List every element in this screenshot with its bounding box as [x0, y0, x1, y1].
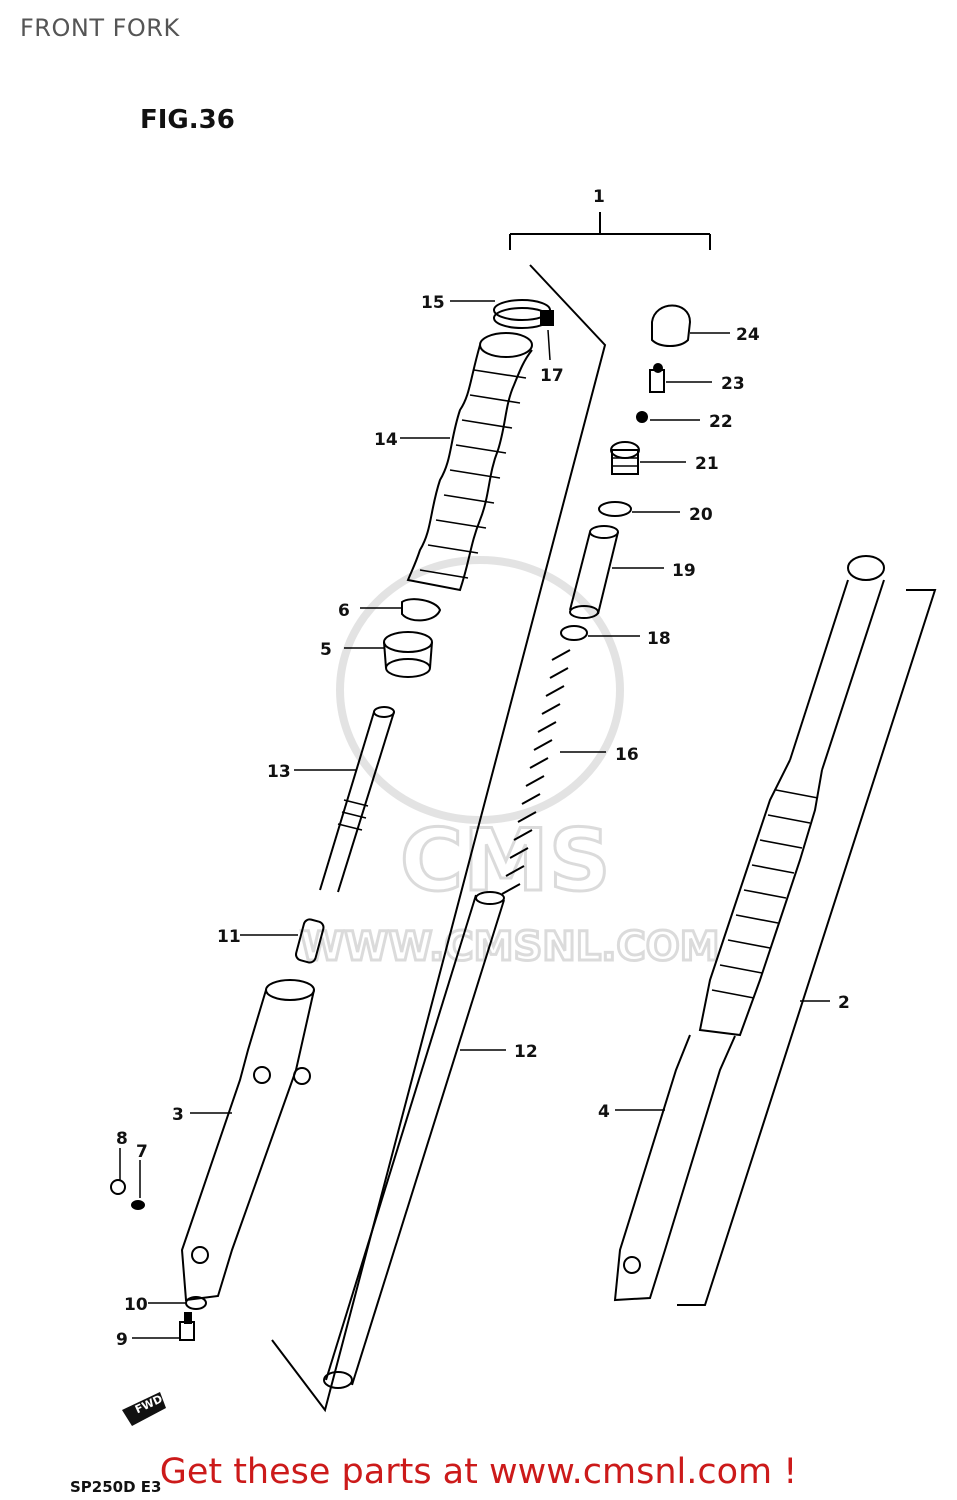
- callout-14: 14: [374, 430, 398, 450]
- part-21-cap-bolt: [610, 441, 640, 475]
- part-9-bolt: [179, 1312, 195, 1341]
- callout-5: 5: [320, 640, 332, 660]
- assembly-bracket: [509, 212, 711, 250]
- callout-labels: 1 2 3 4 5 6 7 8 9 10 11 12 13 14 15 16 1…: [116, 187, 850, 1350]
- part-11-oil-lock-piece: [294, 918, 325, 964]
- callout-3: 3: [172, 1105, 184, 1125]
- callout-21: 21: [695, 454, 719, 474]
- cmsnl-watermark: CMS WWW.CMSNL.COM: [299, 556, 721, 972]
- part-20-o-ring: [598, 501, 632, 517]
- figure-label: FIG.36: [140, 105, 235, 135]
- part-4-right-outer-tube: [613, 1034, 736, 1302]
- callout-19: 19: [672, 561, 696, 581]
- assembly-boundary-left: [271, 264, 607, 1413]
- part-19-spacer: [569, 525, 619, 619]
- callout-16: 16: [615, 745, 639, 765]
- model-code: SP250D E3: [70, 1478, 161, 1496]
- part-14-fork-boot: [406, 332, 533, 592]
- callout-23: 23: [721, 374, 745, 394]
- callout-6: 6: [338, 601, 350, 621]
- part-23-air-valve: [649, 363, 665, 393]
- part-7-gasket: [131, 1200, 145, 1210]
- part-3-left-outer-tube: [180, 979, 315, 1302]
- part-8-screw: [110, 1179, 126, 1195]
- callout-2: 2: [838, 993, 850, 1013]
- watermark-brand: CMS: [400, 811, 611, 911]
- part-5-oil-seal: [383, 631, 433, 678]
- callout-11: 11: [217, 927, 241, 947]
- page-title: FRONT FORK: [20, 14, 180, 42]
- callout-20: 20: [689, 505, 713, 525]
- watermark-url: WWW.CMSNL.COM: [300, 924, 720, 970]
- callout-7: 7: [136, 1142, 148, 1162]
- callout-24: 24: [736, 325, 760, 345]
- callout-15: 15: [421, 293, 445, 313]
- part-12-inner-tube: [323, 891, 505, 1389]
- callout-17: 17: [540, 366, 564, 386]
- get-parts-link[interactable]: Get these parts at www.cmsnl.com !: [159, 1452, 798, 1492]
- callout-12: 12: [514, 1042, 538, 1062]
- callout-9: 9: [116, 1330, 128, 1350]
- callout-18: 18: [647, 629, 671, 649]
- part-16-fork-spring: [501, 649, 571, 895]
- part-18-washer: [560, 625, 588, 641]
- callout-10: 10: [124, 1295, 148, 1315]
- part-24-cap: [651, 304, 692, 347]
- callout-4: 4: [598, 1102, 610, 1122]
- leader-lines: [119, 300, 830, 1339]
- callout-8: 8: [116, 1129, 128, 1149]
- callout-22: 22: [709, 412, 733, 432]
- forward-arrow-icon: FWD: [122, 1392, 166, 1426]
- assembly-boundary-right: [677, 589, 937, 1306]
- callout-13: 13: [267, 762, 291, 782]
- part-15-clamp: [493, 299, 554, 329]
- part-22-o-ring: [636, 411, 648, 423]
- part-13-damper-rod: [319, 706, 395, 893]
- part-6-circlip: [401, 598, 442, 622]
- callout-1: 1: [593, 187, 605, 207]
- part-2-right-fork-assembly: [698, 555, 885, 1037]
